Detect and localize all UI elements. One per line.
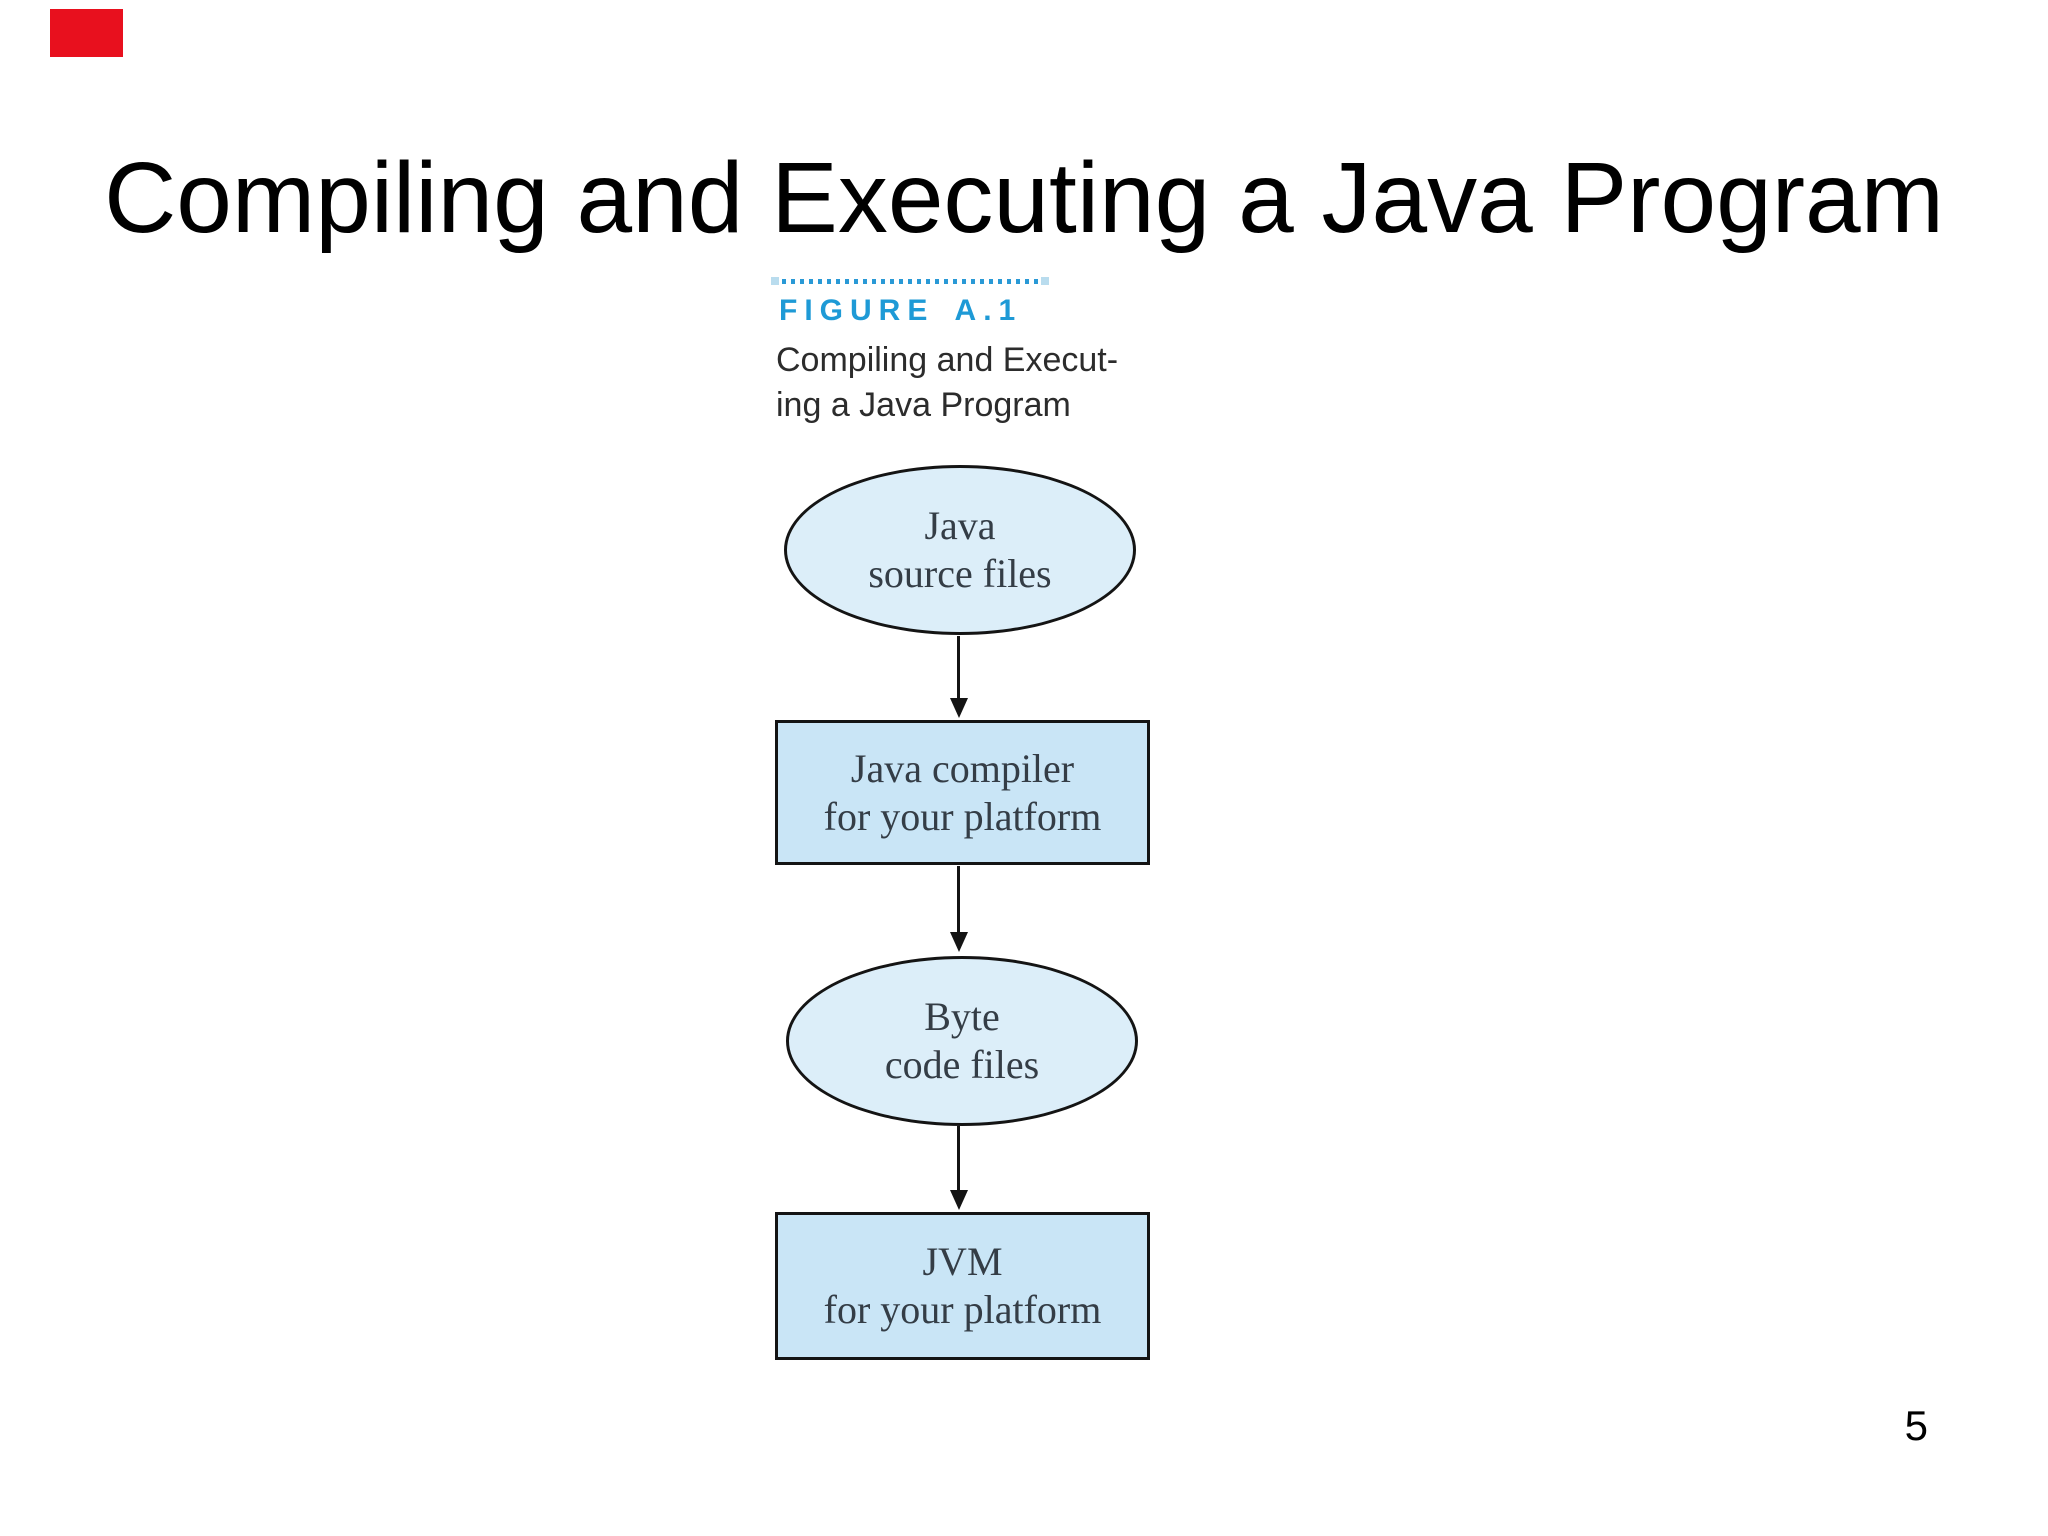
arrow-head-bytecode-to-jvm — [950, 1190, 968, 1210]
dotted-rule-end-right — [1041, 277, 1049, 285]
node-java-compiler-line2: for your platform — [823, 793, 1102, 839]
node-jvm-line2: for your platform — [823, 1287, 1102, 1332]
arrow-line-compiler-to-bytecode — [957, 866, 960, 934]
node-jvm: JVM for your platform — [775, 1212, 1150, 1360]
node-java-compiler: Java compiler for your platform — [775, 720, 1150, 865]
node-java-source-files-line1: Java — [924, 503, 996, 548]
node-byte-code-files-line2: code files — [884, 1042, 1040, 1087]
node-java-compiler-line1: Java compiler — [850, 745, 1075, 791]
page-number: 5 — [1904, 1402, 1928, 1449]
node-byte-code-files: Byte code files — [786, 956, 1138, 1126]
node-byte-code-files-line1: Byte — [924, 994, 1000, 1039]
red-corner-marker — [50, 9, 123, 57]
arrow-head-compiler-to-bytecode — [950, 932, 968, 952]
slide-title: Compiling and Executing a Java Program — [104, 142, 1944, 254]
dotted-rule — [782, 279, 1038, 284]
node-java-source-files: Java source files — [784, 465, 1136, 635]
figure-caption-line1: Compiling and Execut- — [776, 341, 1119, 379]
figure-caption: Compiling and Execut- ing a Java Program — [776, 338, 1118, 428]
arrow-line-bytecode-to-jvm — [957, 1126, 960, 1192]
dotted-rule-end-left — [771, 277, 779, 285]
figure-caption-line2: ing a Java Program — [776, 386, 1071, 424]
figure-label: FIGURE A.1 — [779, 294, 1023, 327]
arrow-line-source-to-compiler — [957, 636, 960, 700]
arrow-head-source-to-compiler — [950, 698, 968, 718]
node-jvm-line1: JVM — [922, 1239, 1003, 1284]
node-java-source-files-line2: source files — [868, 551, 1052, 596]
